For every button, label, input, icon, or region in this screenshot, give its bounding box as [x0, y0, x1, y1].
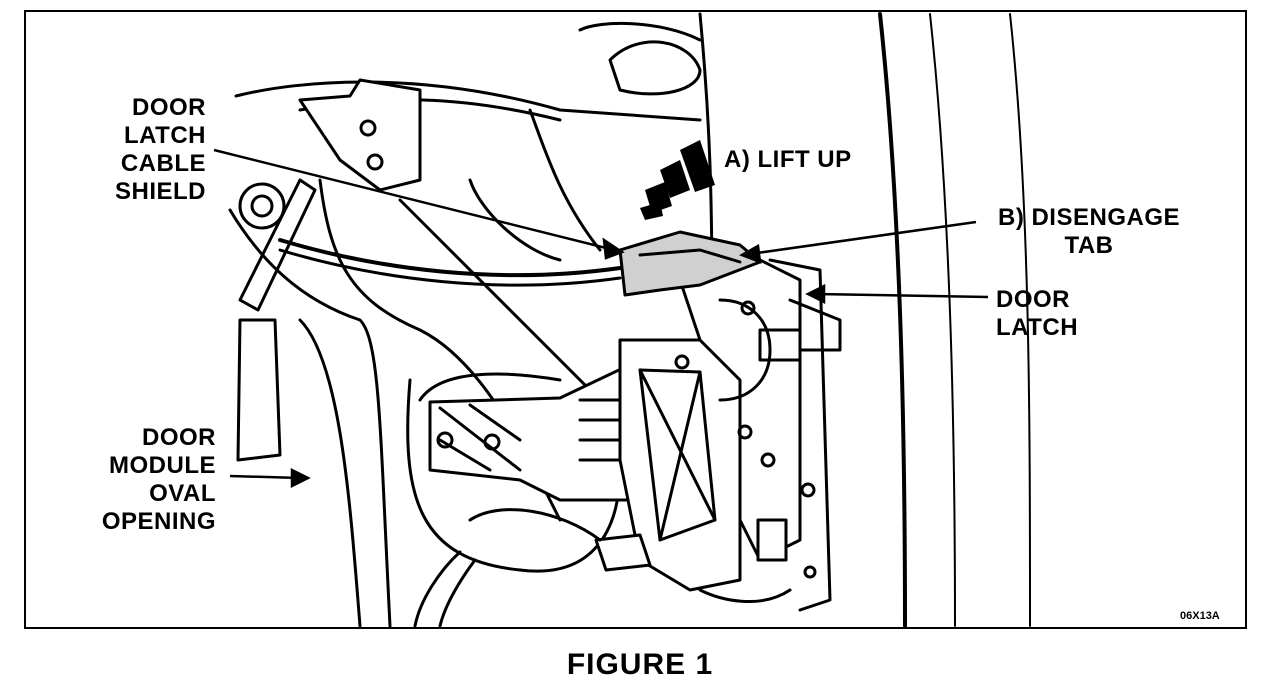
- figure-code: 06X13A: [1180, 610, 1220, 622]
- callout-door-module-oval-opening: DOOR MODULE OVAL OPENING: [101, 424, 216, 535]
- callout-lift-up: A) LIFT UP: [724, 146, 852, 173]
- callout-door-latch-cable-shield: DOOR LATCH CABLE SHIELD: [114, 94, 206, 205]
- callout-disengage-tab: B) DISENGAGE TAB: [997, 204, 1180, 259]
- callout-door-latch: DOOR LATCH: [996, 286, 1079, 341]
- figure-caption: FIGURE 1: [566, 648, 714, 681]
